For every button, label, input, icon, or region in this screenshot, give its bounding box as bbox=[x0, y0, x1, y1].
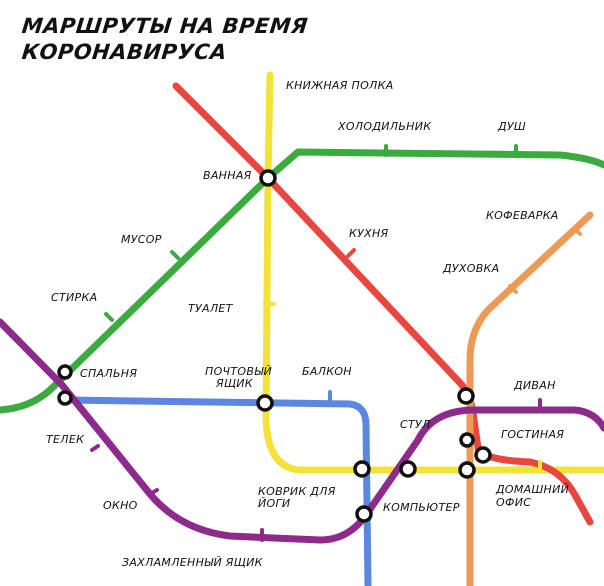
station-markers bbox=[57, 169, 492, 523]
station-chair: СТУЛ bbox=[400, 418, 431, 431]
line-yellow bbox=[262, 71, 604, 474]
station-kitchen: КУХНЯ bbox=[349, 227, 389, 240]
station-bathroom: ВАННАЯ bbox=[203, 169, 252, 182]
station-mailbox-1: ПОЧТОВЫЙ bbox=[205, 365, 273, 378]
station-bookshelf: КНИЖНАЯ ПОЛКА bbox=[286, 79, 394, 92]
line-blue bbox=[61, 396, 372, 586]
station-toilet: ТУАЛЕТ bbox=[188, 302, 233, 315]
station-shower: ДУШ bbox=[498, 120, 526, 133]
station-window: ОКНО bbox=[103, 499, 138, 512]
station-junk-drawer: ЗАХЛАМЛЕННЫЙ ЯЩИК bbox=[122, 556, 263, 569]
station-tv: ТЕЛЕК bbox=[46, 433, 85, 446]
station-computer: КОМПЬЮТЕР bbox=[383, 501, 460, 514]
station-coffee-maker: КОФЕВАРКА bbox=[486, 209, 559, 222]
station-fridge: ХОЛОДИЛЬНИК bbox=[338, 120, 432, 133]
station-living-room: ГОСТИНАЯ bbox=[501, 428, 565, 441]
station-balcony: БАЛКОН bbox=[302, 365, 352, 378]
station-laundry: СТИРКА bbox=[51, 291, 98, 304]
station-bedroom: СПАЛЬНЯ bbox=[80, 367, 138, 380]
line-green bbox=[0, 148, 604, 414]
station-mailbox-2: ЯЩИК bbox=[216, 377, 253, 390]
station-yoga-mat-2: ЙОГИ bbox=[258, 497, 291, 510]
station-home-office-1: ДОМАШНИЙ bbox=[496, 483, 570, 496]
tick-marks bbox=[90, 144, 582, 542]
station-yoga-mat-1: КОВРИК ДЛЯ bbox=[258, 485, 336, 498]
station-oven: ДУХОВКА bbox=[443, 262, 500, 275]
line-orange bbox=[466, 211, 594, 586]
station-home-office-2: ОФИС bbox=[496, 496, 532, 509]
station-sofa: ДИВАН bbox=[514, 379, 556, 392]
station-trash: МУСОР bbox=[121, 233, 162, 246]
